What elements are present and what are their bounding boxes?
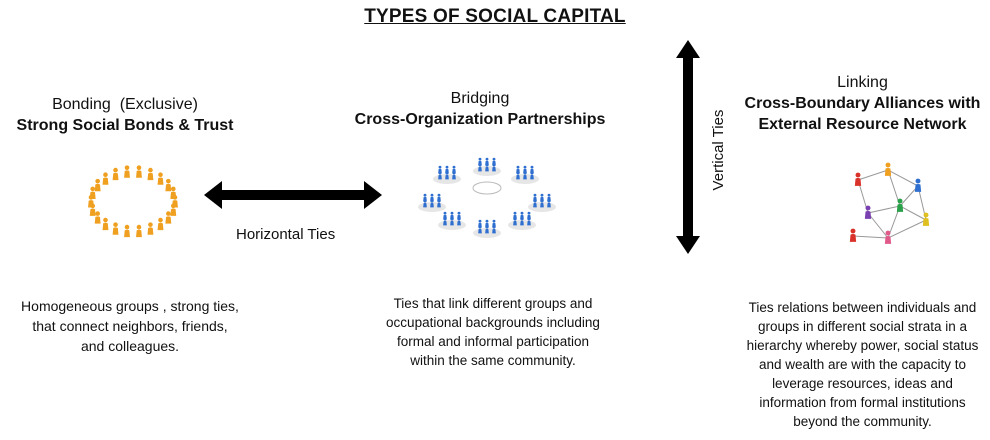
person-figure	[157, 217, 164, 231]
person-figure	[438, 171, 442, 180]
diagram-title: TYPES OF SOCIAL CAPITAL	[364, 6, 626, 27]
person-figure	[147, 167, 154, 181]
person-figure	[94, 178, 101, 192]
bridging-heading: Bridging Cross-Organization Partnerships	[330, 88, 630, 130]
network-groups-icon	[418, 157, 556, 238]
linking-subtitle-line: Cross-Boundary Alliances with	[744, 95, 981, 112]
network-link	[887, 169, 919, 187]
person-figure	[527, 217, 531, 226]
person-figure	[523, 171, 527, 180]
person-figure	[914, 178, 922, 192]
bonding-desc-line: Homogeneous groups , strong ties,	[21, 298, 239, 314]
bonding-desc-line: that connect neighbors, friends,	[32, 318, 228, 334]
network-link	[867, 205, 901, 214]
person-figure	[423, 199, 427, 208]
bridging-desc-line: Ties that link different groups and	[393, 296, 593, 311]
bridging-description: Ties that link different groups and occu…	[358, 294, 628, 370]
network-hub	[472, 181, 502, 195]
person-figure	[896, 198, 904, 212]
person-figure	[124, 224, 130, 238]
linking-desc-line: leverage resources, ideas and	[772, 376, 953, 391]
person-figure	[89, 203, 96, 216]
bridging-name: Bridging	[450, 90, 510, 107]
person-figure	[437, 199, 441, 208]
linking-description: Ties relations between individuals and g…	[735, 298, 990, 431]
person-figure	[864, 205, 872, 219]
bridging-desc-line: occupational backgrounds including	[386, 315, 600, 330]
person-figure	[112, 167, 119, 181]
bridging-desc-line: within the same community.	[410, 353, 576, 368]
person-figure	[450, 217, 454, 226]
bonding-description: Homogeneous groups , strong ties, that c…	[0, 296, 260, 356]
person-figure	[849, 228, 857, 242]
person-figure	[165, 211, 172, 224]
linking-heading: Linking Cross-Boundary Alliances with Ex…	[735, 72, 990, 135]
bonding-heading: Bonding (Exclusive) Strong Social Bonds …	[0, 94, 250, 136]
person-figure	[445, 171, 449, 180]
network-link	[899, 185, 919, 207]
bridging-desc-line: formal and informal participation	[396, 334, 590, 349]
bonding-desc-line: and colleagues.	[80, 338, 180, 354]
network-link	[857, 169, 889, 181]
person-figure	[485, 225, 489, 234]
people-circle-icon	[88, 165, 178, 238]
person-figure	[478, 225, 482, 234]
linking-name: Linking	[837, 74, 888, 91]
person-figure	[136, 165, 142, 178]
horizontal-ties-label: Horizontal Ties	[236, 226, 336, 243]
person-figure	[492, 163, 496, 172]
person-figure	[452, 171, 456, 180]
bridging-subtitle: Cross-Organization Partnerships	[354, 111, 606, 128]
linking-desc-line: information from formal institutions	[759, 395, 966, 410]
person-figure	[170, 203, 177, 216]
network-link	[867, 212, 889, 239]
person-figure	[457, 217, 461, 226]
person-figure	[136, 224, 142, 238]
network-people-icon	[849, 162, 930, 244]
bonding-name: Bonding (Exclusive)	[52, 96, 198, 113]
linking-desc-line: hierarchy whereby power, social status	[746, 338, 979, 353]
person-figure	[547, 199, 551, 208]
person-figure	[884, 230, 892, 244]
linking-desc-line: groups in different social strata in a	[757, 319, 968, 334]
person-figure	[922, 212, 930, 226]
person-figure	[513, 217, 517, 226]
person-figure	[533, 199, 537, 208]
person-figure	[430, 199, 434, 208]
vertical-ties-label: Vertical Ties	[710, 109, 727, 191]
person-figure	[124, 165, 130, 178]
person-figure	[485, 163, 489, 172]
person-figure	[443, 217, 447, 226]
linking-desc-line: Ties relations between individuals and	[748, 300, 977, 315]
person-figure	[157, 172, 164, 185]
person-figure	[854, 172, 862, 186]
network-link	[899, 205, 927, 221]
linking-desc-line: and wealth are with the capacity to	[758, 357, 967, 372]
person-figure	[147, 222, 154, 235]
network-link	[887, 219, 927, 239]
person-figure	[530, 171, 534, 180]
person-figure	[478, 163, 482, 172]
person-figure	[94, 211, 101, 224]
person-figure	[492, 225, 496, 234]
person-figure	[165, 178, 172, 192]
network-link	[852, 235, 889, 239]
vertical-arrow	[676, 40, 700, 254]
linking-desc-line: beyond the community.	[793, 414, 932, 429]
bonding-subtitle: Strong Social Bonds & Trust	[16, 117, 234, 134]
person-figure	[884, 162, 892, 176]
person-figure	[520, 217, 524, 226]
person-figure	[112, 222, 119, 235]
person-figure	[102, 172, 109, 185]
horizontal-arrow	[204, 181, 382, 209]
person-figure	[540, 199, 544, 208]
person-figure	[102, 217, 109, 231]
person-figure	[516, 171, 520, 180]
linking-subtitle-line: External Resource Network	[758, 116, 967, 133]
